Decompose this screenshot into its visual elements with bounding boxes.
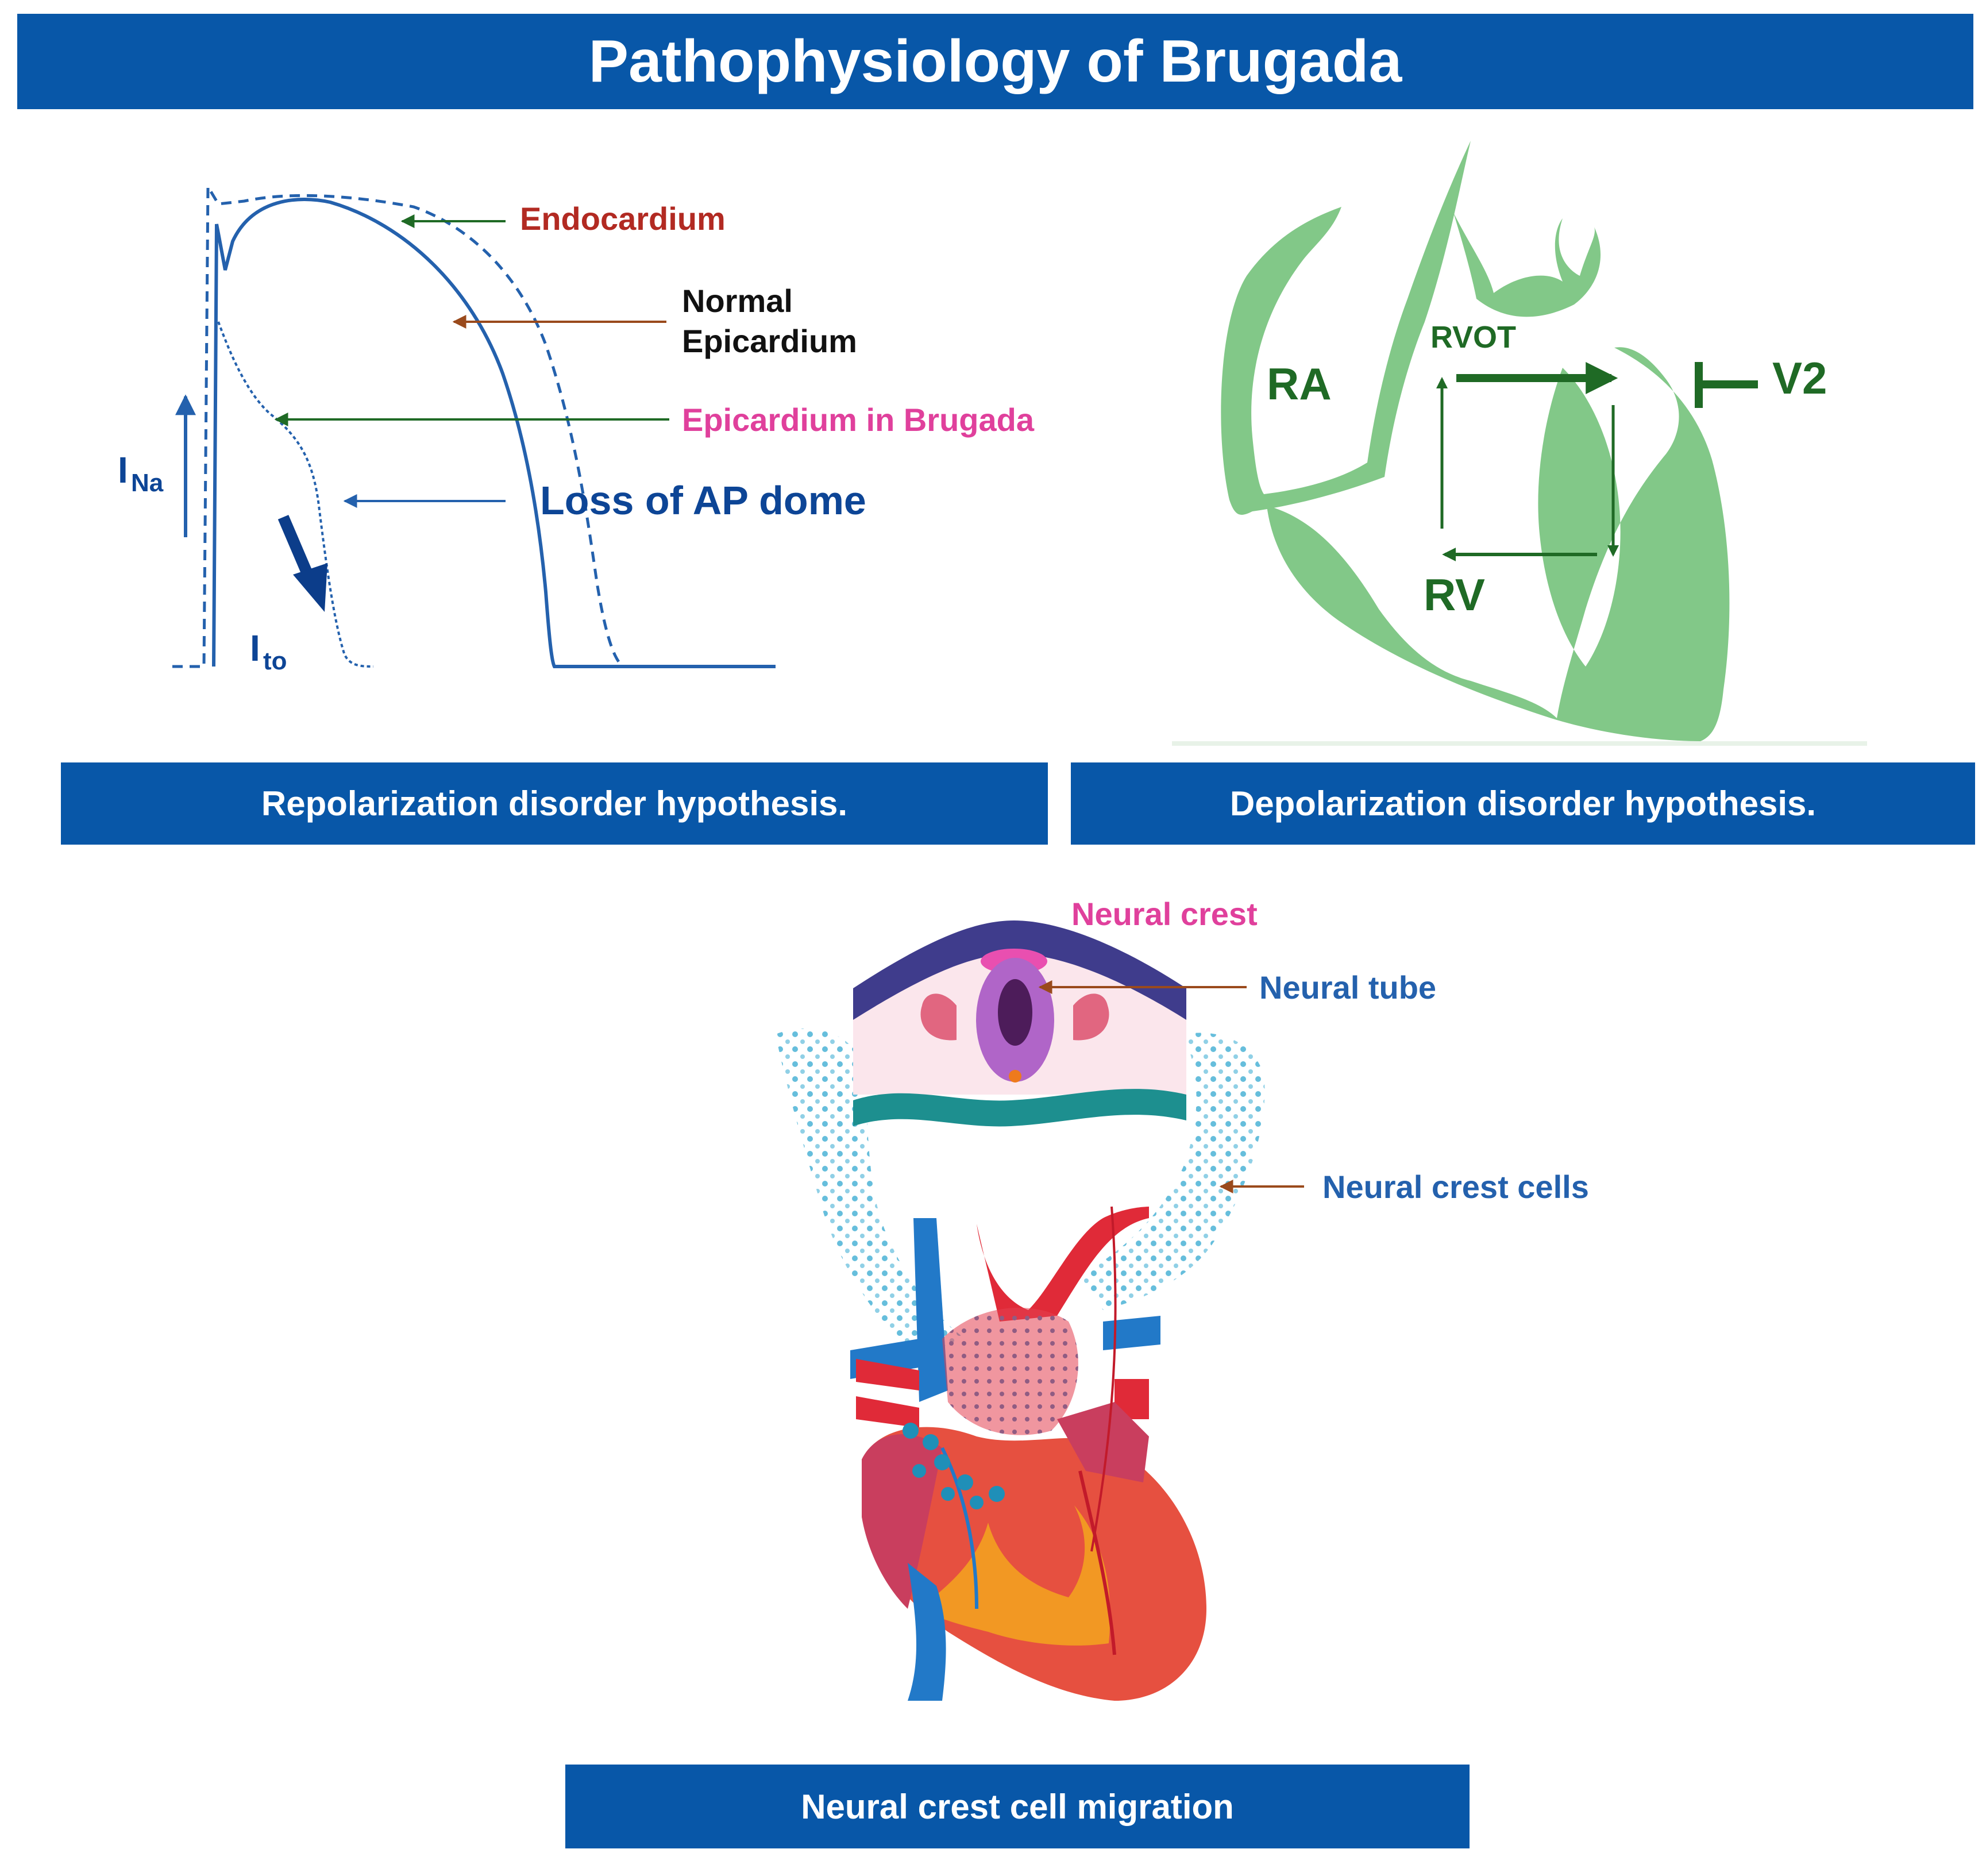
page-title: Pathophysiology of Brugada xyxy=(17,14,1973,109)
endocardium-trace xyxy=(172,182,776,668)
normal-epicardium-callout: Normal Epicardium xyxy=(452,283,857,359)
ito-subscript: to xyxy=(263,647,287,675)
endocardium-callout: Endocardium xyxy=(400,201,726,237)
brugada-epicardium-trace xyxy=(217,321,374,668)
v2-lead-marker xyxy=(1695,362,1758,408)
neural-crest-illustration: Neural crest Neural tube Neural crest ce… xyxy=(776,896,1589,1701)
depolarization-caption: Depolarization disorder hypothesis. xyxy=(1071,762,1975,845)
neural-tube-callout: Neural tube xyxy=(1038,969,1436,1006)
panel-baseline xyxy=(1172,741,1867,746)
loss-of-dome-callout: Loss of AP dome xyxy=(343,478,866,523)
neural-crest-caption: Neural crest cell migration xyxy=(565,1765,1470,1848)
embryo-cross-section xyxy=(853,920,1186,1127)
brugada-callout: Epicardium in Brugada xyxy=(274,402,1035,438)
ra-label: RA xyxy=(1267,359,1332,409)
v2-label: V2 xyxy=(1772,353,1827,403)
heart-cross-section: RA RVOT RV V2 xyxy=(1172,141,1867,746)
endocardium-label: Endocardium xyxy=(520,201,726,237)
epicardium-label: Epicardium xyxy=(682,323,857,359)
ina-indicator: I Na xyxy=(118,394,196,537)
ito-label-text: I xyxy=(250,627,260,669)
epicardium-in-brugada-label: Epicardium in Brugada xyxy=(682,402,1035,438)
neural-crest-callout: Neural crest xyxy=(1071,896,1258,932)
rvot-label: RVOT xyxy=(1430,320,1516,355)
neural-crest-cells-label: Neural crest cells xyxy=(1322,1169,1589,1205)
heart-wall-shape xyxy=(1221,141,1730,741)
neural-crest-cells-callout: Neural crest cells xyxy=(1219,1169,1589,1205)
ito-indicator: I to xyxy=(250,515,327,675)
repolarization-caption: Repolarization disorder hypothesis. xyxy=(61,762,1048,845)
rv-label: RV xyxy=(1424,569,1485,620)
ina-subscript: Na xyxy=(131,469,164,497)
ina-label-text: I xyxy=(118,449,128,491)
neural-crest-cell-cloud xyxy=(776,1028,1265,1356)
loss-of-ap-dome-label: Loss of AP dome xyxy=(540,478,866,523)
neural-tube-label: Neural tube xyxy=(1259,969,1436,1006)
normal-label: Normal xyxy=(682,283,793,319)
neural-crest-label: Neural crest xyxy=(1071,896,1258,932)
anatomical-heart xyxy=(850,1206,1206,1701)
normal-epicardium-trace xyxy=(212,198,776,668)
conduction-loop-arrows xyxy=(1436,362,1619,561)
action-potential-plot: I Na I to Endocardium Normal Epicardium … xyxy=(118,182,1035,675)
